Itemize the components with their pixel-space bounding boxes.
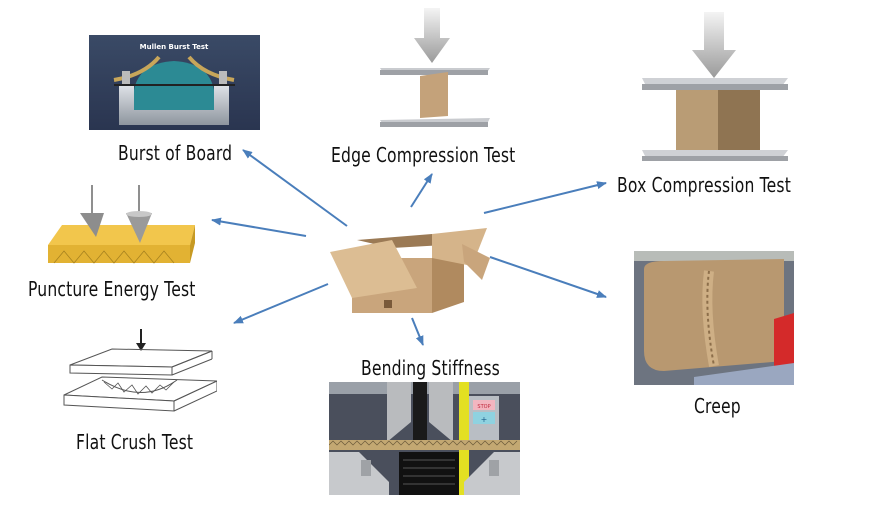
burst-test-image: Mullen Burst Test — [89, 35, 260, 130]
bending-stiffness-image: STOP + — [329, 382, 520, 495]
burst-image-caption: Mullen Burst Test — [140, 43, 209, 51]
puncture-energy-image — [40, 185, 200, 270]
label-bending-stiffness: Bending Stiffness — [361, 356, 500, 380]
arrow-to-burst — [242, 149, 348, 227]
label-puncture-energy: Puncture Energy Test — [28, 277, 196, 301]
center-box-image — [322, 218, 492, 318]
edge-compression-image — [378, 8, 490, 130]
arrow-to-flat — [233, 283, 329, 324]
arrow-to-bending — [411, 317, 424, 346]
label-creep: Creep — [694, 394, 741, 418]
box-compression-image — [640, 12, 790, 162]
creep-image — [634, 251, 794, 385]
label-box-compression: Box Compression Test — [617, 173, 791, 197]
stop-label: STOP — [477, 404, 490, 410]
arrow-to-edge — [410, 173, 433, 208]
label-flat-crush: Flat Crush Test — [76, 430, 194, 454]
plus-label: + — [481, 415, 488, 424]
flat-crush-image — [62, 325, 217, 415]
arrow-to-box — [483, 181, 607, 214]
label-edge-compression: Edge Compression Test — [331, 143, 516, 167]
arrow-to-puncture — [211, 217, 307, 237]
label-burst-of-board: Burst of Board — [118, 141, 233, 165]
arrow-to-creep — [489, 256, 607, 298]
